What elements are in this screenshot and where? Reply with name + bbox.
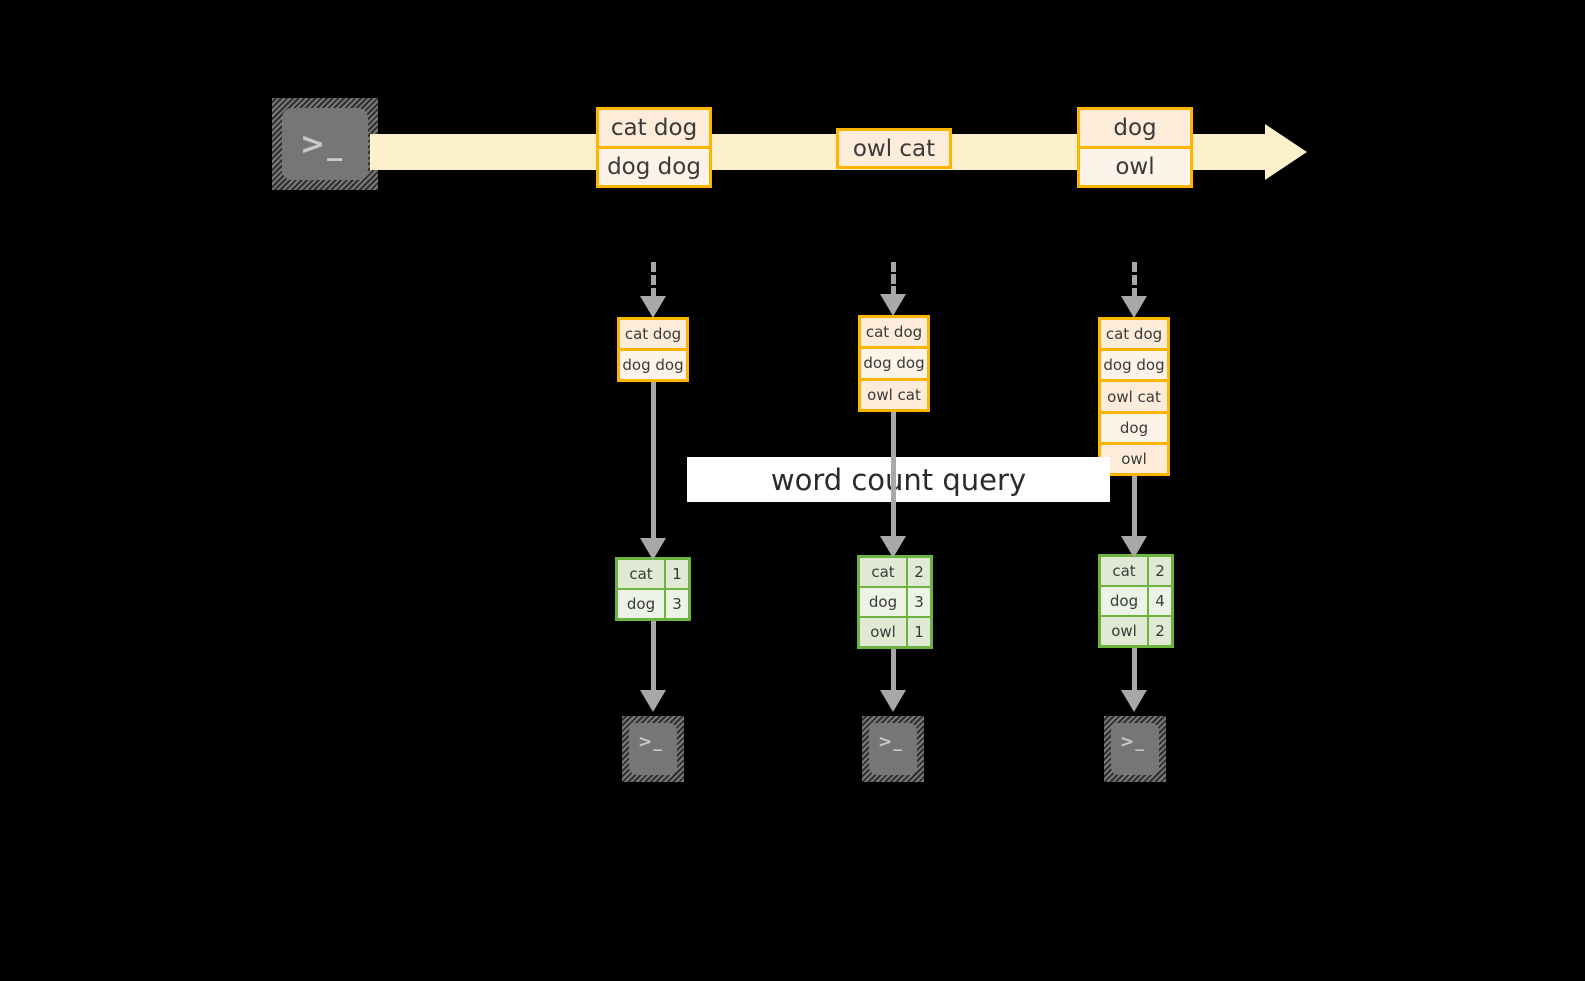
snapshot-3-result-table: cat 2 dog 4 owl 2 [1098,554,1174,648]
table-row: dog 4 [1101,585,1171,615]
terminal-prompt-glyph: >_ [300,127,345,162]
snapshot-1-capture-line [651,262,656,298]
snapshot-3-capture-line [1132,262,1137,298]
snapshot-2-query-arrowhead [880,536,906,558]
snapshot-1-sink-arrowhead [640,690,666,712]
event-stream-arrowhead [1265,124,1307,180]
snapshot-1-query-arrowhead [640,538,666,560]
result-word-cell: cat [871,563,895,581]
snapshot-2-sink-arrowhead [880,690,906,712]
result-word-cell: dog [1109,592,1139,610]
snapshot-1-sink-line [651,621,656,693]
source-terminal-icon: >_ [272,98,378,190]
result-count-cell: 4 [1147,587,1171,615]
table-row: dog 3 [618,588,688,618]
snapshot-1-state-row: dog dog [620,348,686,379]
result-word-cell: owl [870,623,896,641]
snapshot-2-query-line [891,412,896,540]
snapshot-3-sink-line [1132,648,1137,693]
table-row: cat 2 [1101,557,1171,585]
result-word-cell: cat [629,565,653,583]
snapshot-2-sink-line [891,649,896,693]
result-count-cell: 2 [906,558,930,586]
snapshot-3-state-row: owl [1101,441,1167,474]
table-row: cat 1 [618,560,688,588]
snapshot-3-state-row: owl cat [1101,379,1167,411]
stream-event-group-3: dog owl [1077,107,1193,188]
stream-event-line: owl [1080,146,1190,185]
snapshot-2-result-table: cat 2 dog 3 owl 1 [857,555,933,649]
snapshot-3-query-arrowhead [1121,536,1147,558]
snapshot-3-state-row: dog dog [1101,348,1167,380]
snapshot-2-capture-line [891,262,896,296]
snapshot-2-state-row: cat dog [861,318,927,347]
word-count-query-label: word count query [687,457,1110,502]
table-row: dog 3 [860,586,930,616]
snapshot-3-capture-arrowhead [1121,296,1147,318]
terminal-prompt-glyph: >_ [638,732,663,752]
result-count-cell: 2 [1147,557,1171,585]
snapshot-2-capture-arrowhead [880,294,906,316]
stream-event-line: dog dog [599,146,709,185]
snapshot-3-query-line [1132,476,1137,540]
result-count-cell: 2 [1147,617,1171,645]
result-count-cell: 1 [906,618,930,646]
result-count-cell: 1 [664,560,688,588]
result-word-cell: dog [868,593,898,611]
snapshot-2-state-box: cat dog dog dog owl cat [858,315,930,412]
result-word-cell: cat [1112,562,1136,580]
snapshot-2-state-row: owl cat [861,377,927,409]
stream-event-line: owl cat [839,131,949,166]
snapshot-3-state-row: cat dog [1101,320,1167,349]
snapshot-2-state-row: dog dog [861,346,927,378]
terminal-prompt-glyph: >_ [1120,732,1145,752]
snapshot-3-state-row: dog [1101,410,1167,442]
stream-event-group-2: owl cat [836,128,952,169]
snapshot-1-state-box: cat dog dog dog [617,317,689,382]
table-row: owl 1 [860,616,930,646]
table-row: owl 2 [1101,615,1171,645]
stream-event-group-1: cat dog dog dog [596,107,712,188]
stream-event-line: cat dog [599,110,709,146]
snapshot-1-query-line [651,382,656,542]
snapshot-3-state-box: cat dog dog dog owl cat dog owl [1098,317,1170,476]
stream-event-line: dog [1080,110,1190,146]
snapshot-1-state-row: cat dog [620,320,686,348]
terminal-prompt-glyph: >_ [878,732,903,752]
result-count-cell: 3 [664,590,688,618]
result-word-cell: owl [1111,622,1137,640]
result-count-cell: 3 [906,588,930,616]
snapshot-3-sink-terminal-icon: >_ [1104,716,1166,782]
table-row: cat 2 [860,558,930,586]
snapshot-3-sink-arrowhead [1121,690,1147,712]
snapshot-1-result-table: cat 1 dog 3 [615,557,691,621]
result-word-cell: dog [626,595,656,613]
snapshot-2-sink-terminal-icon: >_ [862,716,924,782]
snapshot-1-sink-terminal-icon: >_ [622,716,684,782]
snapshot-1-capture-arrowhead [640,296,666,318]
